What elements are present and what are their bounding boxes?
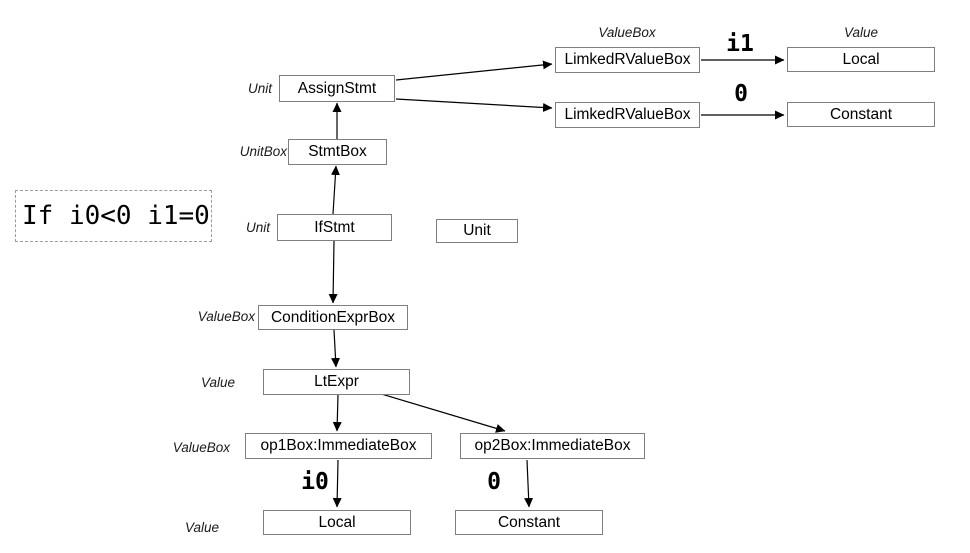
edge-op1box-to-local — [332, 459, 342, 508]
edge-ifstmt-to-condexprbox — [328, 240, 338, 304]
node-stmt-box: StmtBox — [288, 139, 387, 165]
node-local-bottom: Local — [263, 510, 411, 535]
edge-ltexpr-to-op1box — [332, 394, 342, 432]
node-linked-rvalue-box-2: LimkedRValueBox — [555, 102, 700, 128]
edge-label-i1: i1 — [726, 31, 754, 57]
type-label-value-top: Value — [843, 25, 879, 40]
edge-op2box-to-constant — [524, 459, 534, 508]
node-constant-top: Constant — [787, 102, 935, 127]
node-linked-rvalue-box-1: LimkedRValueBox — [555, 47, 700, 73]
source-code-text: If i0<0 i1=0 — [22, 201, 210, 231]
type-label-valuebox-top: ValueBox — [598, 25, 656, 40]
node-assign-stmt: AssignStmt — [279, 75, 395, 102]
type-label-value-bottom: Value — [184, 520, 219, 535]
node-constant-bottom: Constant — [455, 510, 603, 535]
node-if-stmt: IfStmt — [277, 214, 392, 241]
type-label-unitbox: UnitBox — [239, 144, 287, 159]
edge-ifstmt-to-stmtbox — [330, 165, 340, 215]
node-op1-box: op1Box:ImmediateBox — [245, 433, 432, 459]
node-unit-floating: Unit — [436, 219, 518, 243]
edge-ltexpr-to-op2box — [377, 392, 506, 433]
node-op2-box: op2Box:ImmediateBox — [460, 433, 645, 459]
type-label-unit-assign: Unit — [247, 81, 272, 96]
node-lt-expr: LtExpr — [263, 369, 410, 395]
node-local-top: Local — [787, 47, 935, 72]
source-code-box: If i0<0 i1=0 — [15, 190, 212, 242]
edge-condexprbox-to-ltexpr — [331, 329, 341, 368]
edge-assignstmt-to-lrvbox2 — [395, 98, 553, 112]
type-label-valuebox-cond: ValueBox — [197, 309, 255, 324]
edge-label-zero-top: 0 — [734, 81, 748, 107]
node-condition-expr-box: ConditionExprBox — [258, 305, 408, 330]
type-label-valuebox-op: ValueBox — [172, 440, 230, 455]
edge-label-i0: i0 — [301, 469, 329, 495]
edge-assignstmt-to-lrvbox1 — [395, 60, 553, 81]
edge-label-zero-bottom: 0 — [487, 469, 501, 495]
type-label-unit-if: Unit — [245, 220, 270, 235]
type-label-value-lt: Value — [200, 375, 235, 390]
